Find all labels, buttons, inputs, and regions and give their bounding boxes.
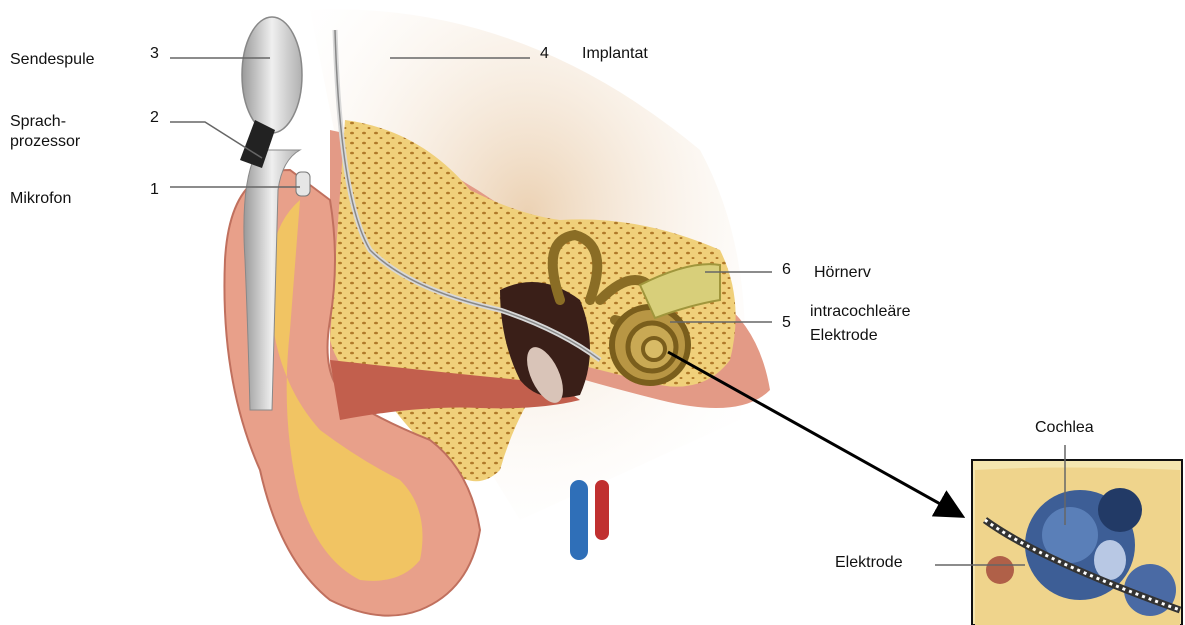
cochlea-spiral-inner — [643, 338, 665, 360]
label-elektrode-inset: Elektrode — [835, 553, 903, 572]
label-mikrofon: Mikrofon — [10, 189, 71, 208]
inset-cochlea-detail — [935, 445, 1182, 625]
number-1: 1 — [150, 180, 159, 199]
label-hoernerv: Hörnerv — [814, 263, 871, 282]
label-sendespule: Sendespule — [10, 50, 95, 69]
microphone-part — [296, 172, 310, 196]
artery — [595, 480, 609, 540]
label-sprachprozessor-line2: prozessor — [10, 132, 80, 151]
number-2: 2 — [150, 108, 159, 127]
label-intracochleaere: intracochleäre — [810, 302, 911, 321]
number-5: 5 — [782, 313, 791, 332]
label-elektrode-line2: Elektrode — [810, 326, 878, 345]
number-3: 3 — [150, 44, 159, 63]
vein — [570, 480, 588, 560]
label-implantat: Implantat — [582, 44, 648, 63]
label-cochlea: Cochlea — [1035, 418, 1094, 437]
transmitter-coil — [242, 17, 302, 133]
zoom-arrow — [668, 352, 960, 515]
number-4: 4 — [540, 44, 549, 63]
number-6: 6 — [782, 260, 791, 279]
label-sprachprozessor-line1: Sprach- — [10, 112, 66, 131]
